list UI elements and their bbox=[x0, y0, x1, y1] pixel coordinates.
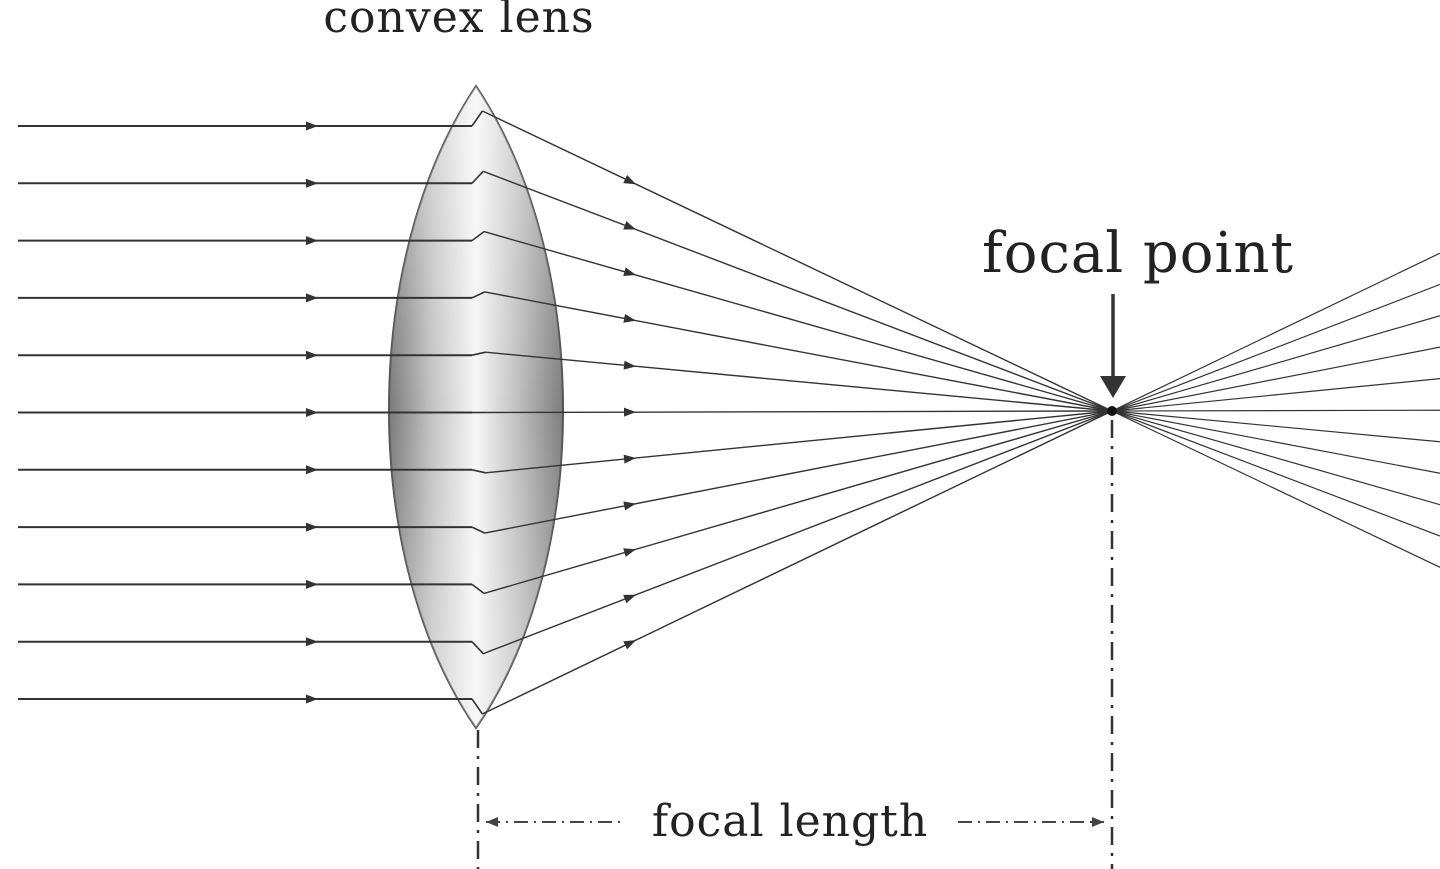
diverging-ray bbox=[1111, 410, 1440, 537]
incoming-ray-arrow bbox=[306, 637, 318, 647]
converging-ray-arrow bbox=[623, 313, 636, 323]
convex-lens-label: convex lens bbox=[323, 0, 594, 43]
refracted-segment bbox=[471, 291, 486, 299]
diverging-ray bbox=[1111, 410, 1440, 506]
refracted-segment bbox=[471, 469, 486, 474]
converging-ray-arrow bbox=[623, 221, 636, 230]
diverging-ray bbox=[1111, 409, 1440, 412]
diverging-ray bbox=[1111, 315, 1440, 412]
converging-ray bbox=[482, 110, 1113, 412]
refracted-segment bbox=[471, 230, 485, 242]
diverging-ray bbox=[1111, 410, 1440, 443]
focal-length-dimension: focal length bbox=[486, 796, 1104, 847]
converging-ray-arrow bbox=[623, 360, 636, 370]
converging-ray bbox=[483, 410, 1113, 595]
converging-ray-arrow bbox=[623, 267, 636, 277]
converging-ray-arrow bbox=[623, 594, 636, 604]
refracted-segment bbox=[471, 351, 486, 356]
converging-ray-arrow bbox=[623, 548, 636, 557]
incoming-ray-arrow bbox=[306, 293, 318, 303]
focal-point-dot bbox=[1107, 406, 1117, 416]
diverging-ray bbox=[1111, 378, 1440, 412]
diverging-ray bbox=[1111, 283, 1440, 412]
focal-point-arrow-head bbox=[1100, 376, 1126, 398]
refracted-segment bbox=[471, 698, 484, 715]
converging-ray-arrow bbox=[623, 640, 636, 650]
converging-ray-arrow bbox=[623, 174, 636, 185]
focal-length-label: focal length bbox=[652, 796, 928, 847]
incoming-ray-arrow bbox=[306, 121, 318, 131]
converging-ray bbox=[482, 410, 1113, 655]
convex-lens bbox=[388, 84, 564, 730]
incoming-ray-arrow bbox=[306, 522, 318, 532]
lens-highlight bbox=[389, 86, 563, 728]
incoming-ray-arrow bbox=[306, 465, 318, 475]
focal-point-label: focal point bbox=[982, 221, 1294, 286]
incoming-ray-arrow bbox=[306, 579, 318, 589]
incoming-ray-arrow bbox=[306, 694, 318, 704]
converging-ray bbox=[486, 410, 1113, 414]
refracted-segment bbox=[471, 583, 485, 595]
dimension-arrow-right bbox=[1092, 817, 1104, 827]
converging-ray bbox=[485, 351, 1113, 412]
incoming-ray-arrow bbox=[306, 236, 318, 246]
refracted-segment bbox=[471, 110, 484, 127]
incoming-ray-arrow bbox=[306, 350, 318, 360]
dimension-arrow-left bbox=[486, 817, 498, 827]
converging-ray bbox=[485, 410, 1113, 474]
converging-ray bbox=[482, 170, 1113, 412]
converging-ray-arrow bbox=[623, 454, 636, 464]
converging-ray-arrow bbox=[623, 501, 636, 511]
diverging-ray bbox=[1111, 410, 1440, 568]
converging-ray bbox=[484, 410, 1113, 534]
focal-point-marker: focal point bbox=[982, 221, 1294, 416]
converging-ray bbox=[484, 291, 1113, 412]
incoming-ray-arrow bbox=[306, 408, 318, 417]
incoming-ray-arrow bbox=[306, 178, 318, 188]
reference-lines bbox=[476, 420, 1114, 869]
diverging-ray bbox=[1111, 346, 1440, 412]
converging-ray bbox=[483, 230, 1113, 412]
light-rays bbox=[18, 110, 1440, 715]
diverging-ray bbox=[1111, 410, 1440, 474]
converging-ray-arrow bbox=[623, 407, 636, 417]
diverging-ray bbox=[1111, 252, 1440, 412]
converging-ray bbox=[482, 410, 1113, 715]
refracted-segment bbox=[471, 641, 484, 655]
refracted-segment bbox=[471, 526, 486, 534]
refracted-segment bbox=[471, 170, 484, 184]
